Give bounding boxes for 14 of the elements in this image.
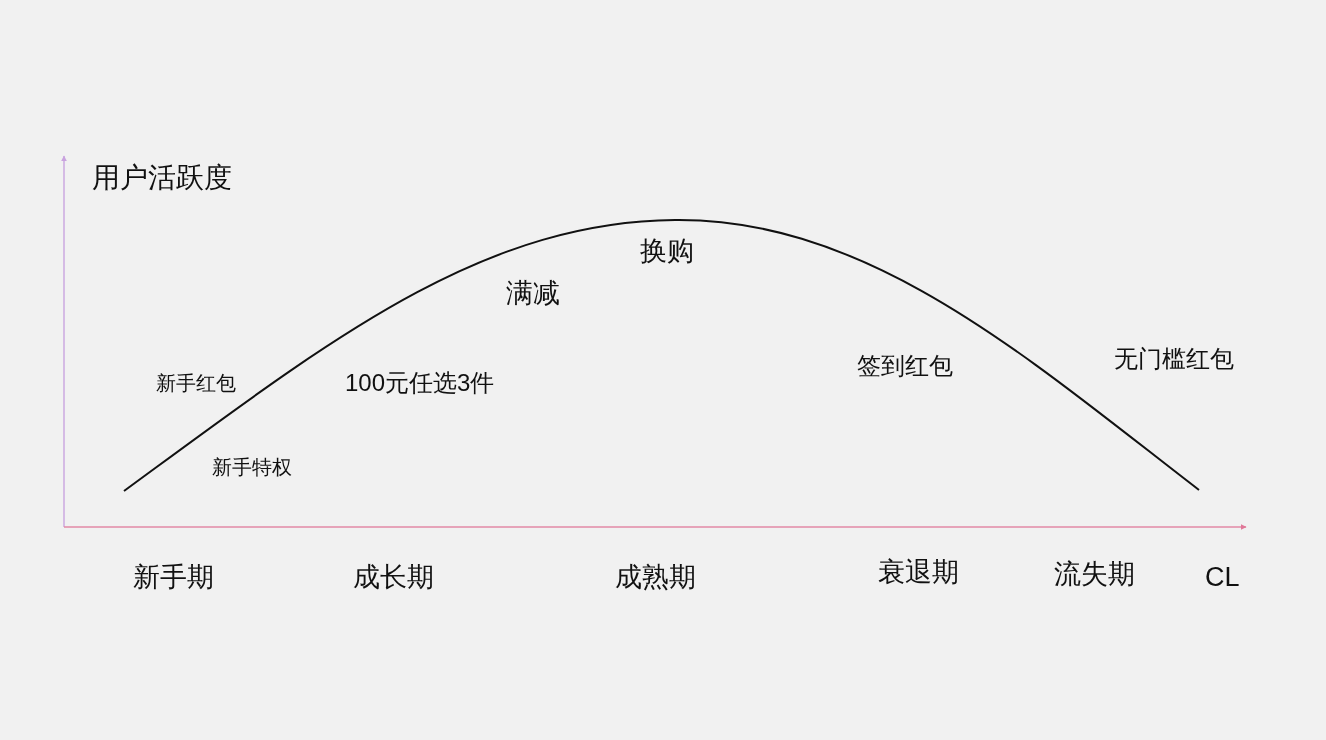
- strategy-label: 100元任选3件: [345, 369, 495, 397]
- stage-label: 流失期: [1054, 559, 1135, 591]
- strategy-label: 新手特权: [212, 456, 292, 479]
- strategy-label: 新手红包: [156, 372, 236, 395]
- stage-label: 成长期: [353, 562, 434, 594]
- strategy-label: 无门槛红包: [1114, 345, 1234, 373]
- stage-label: 衰退期: [878, 557, 959, 589]
- strategy-label: 签到红包: [857, 352, 953, 380]
- stage-label: 新手期: [133, 562, 214, 594]
- axis-title: 用户活跃度: [92, 162, 232, 195]
- strategy-label: 换购: [640, 236, 694, 268]
- stage-label: 成熟期: [615, 562, 696, 594]
- strategy-label: 满减: [506, 278, 560, 310]
- axis-title: CL: [1205, 562, 1240, 594]
